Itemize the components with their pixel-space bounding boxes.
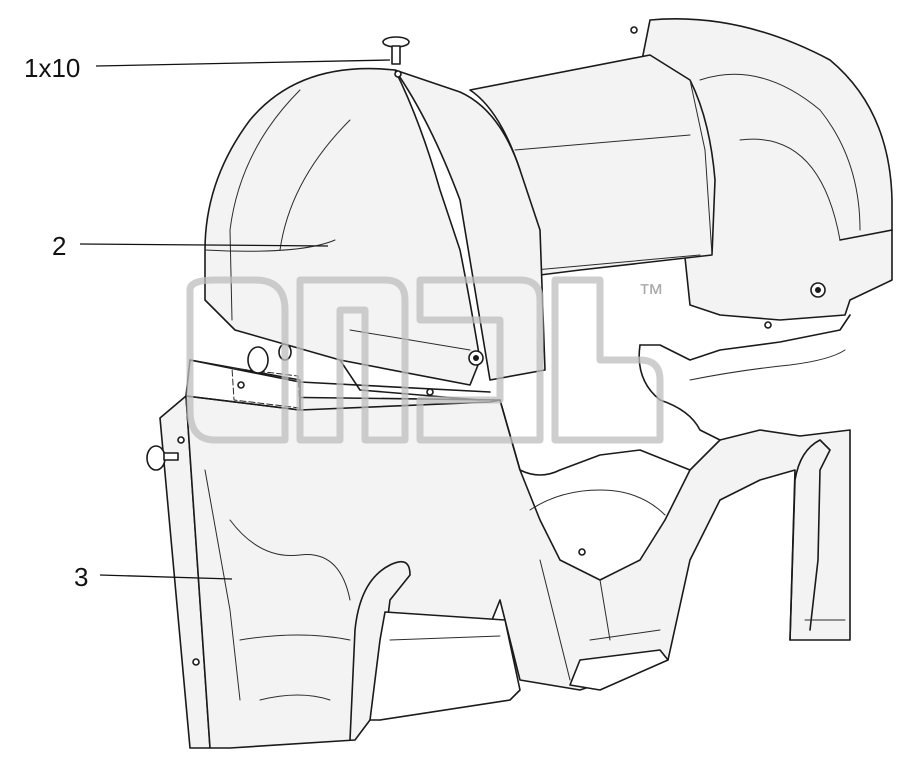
watermark-logo: ™	[186, 276, 664, 444]
leader-1x10	[95, 59, 391, 67]
leader-2	[79, 243, 329, 247]
upper-cover-part	[204, 18, 893, 401]
leader-3	[99, 574, 233, 580]
callout-1x10: 1x10	[24, 53, 80, 83]
top-bolt	[382, 36, 410, 65]
lower-cover-part	[146, 314, 851, 749]
knob-bolt-left	[146, 445, 179, 471]
callout-3: 3	[74, 562, 88, 592]
watermark-tm: ™	[638, 278, 664, 308]
callout-2: 2	[52, 231, 66, 261]
